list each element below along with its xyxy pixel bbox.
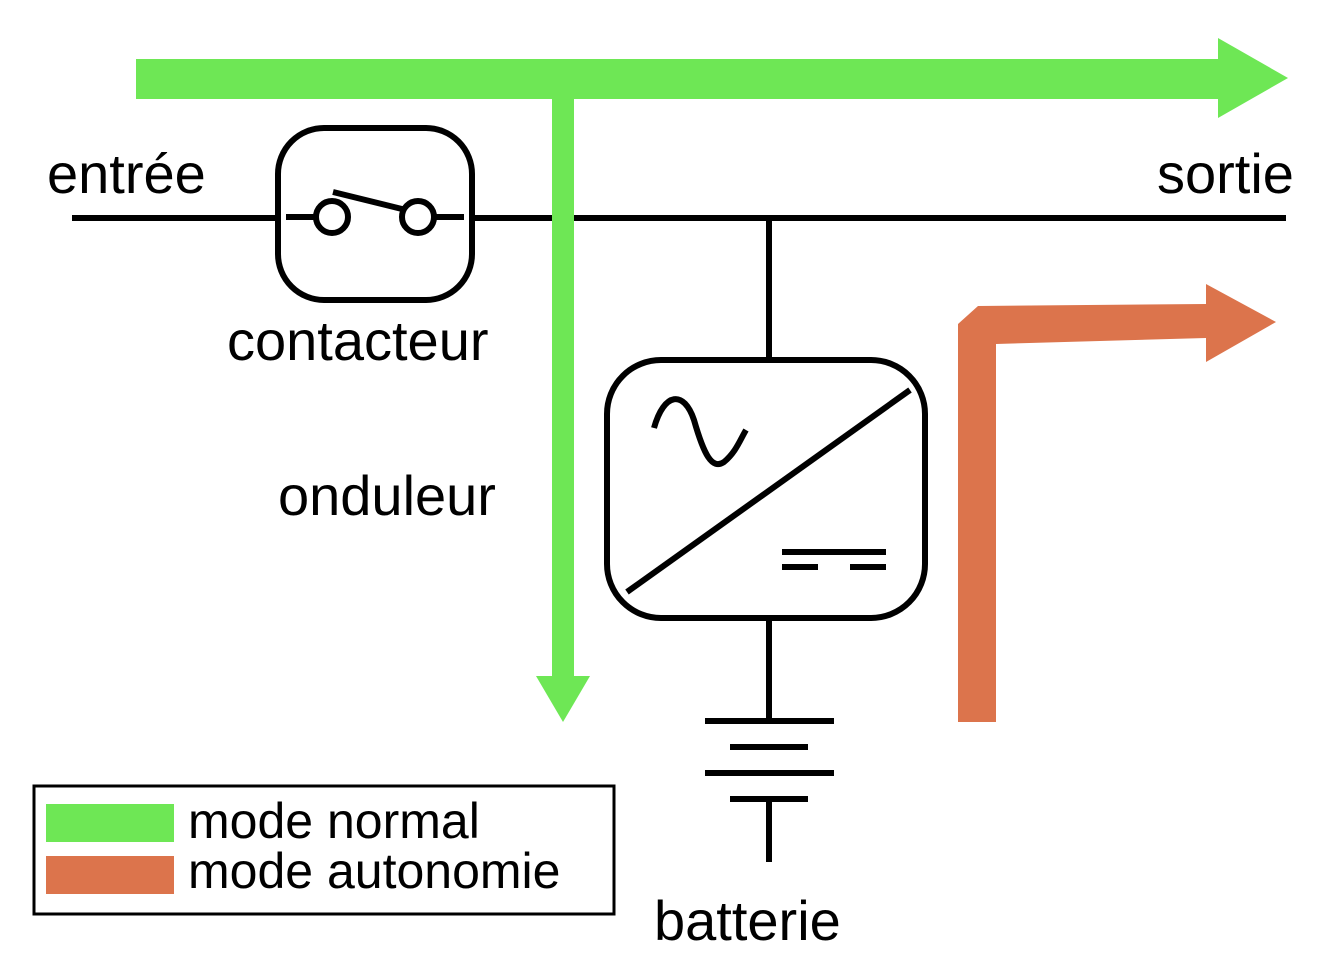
legend-label-autonomy: mode autonomie: [188, 843, 560, 899]
autonomy-flow-arrow: [958, 284, 1276, 722]
inverter-label: onduleur: [278, 464, 496, 527]
sine-wave-icon: [651, 396, 749, 467]
normal-flow-arrow: [136, 38, 1288, 722]
battery-label: batterie: [654, 889, 841, 952]
legend: mode normal mode autonomie: [32, 784, 616, 916]
switch-icon: [275, 125, 475, 303]
inverter-icon: [604, 357, 928, 621]
output-label: sortie: [1157, 142, 1294, 205]
input-label: entrée: [47, 142, 206, 205]
battery-icon: [705, 718, 834, 862]
legend-swatch-normal: [46, 804, 174, 842]
legend-label-normal: mode normal: [188, 793, 480, 849]
contactor-label: contacteur: [227, 309, 489, 372]
dc-symbol-icon: [782, 549, 886, 570]
legend-swatch-autonomy: [46, 856, 174, 894]
